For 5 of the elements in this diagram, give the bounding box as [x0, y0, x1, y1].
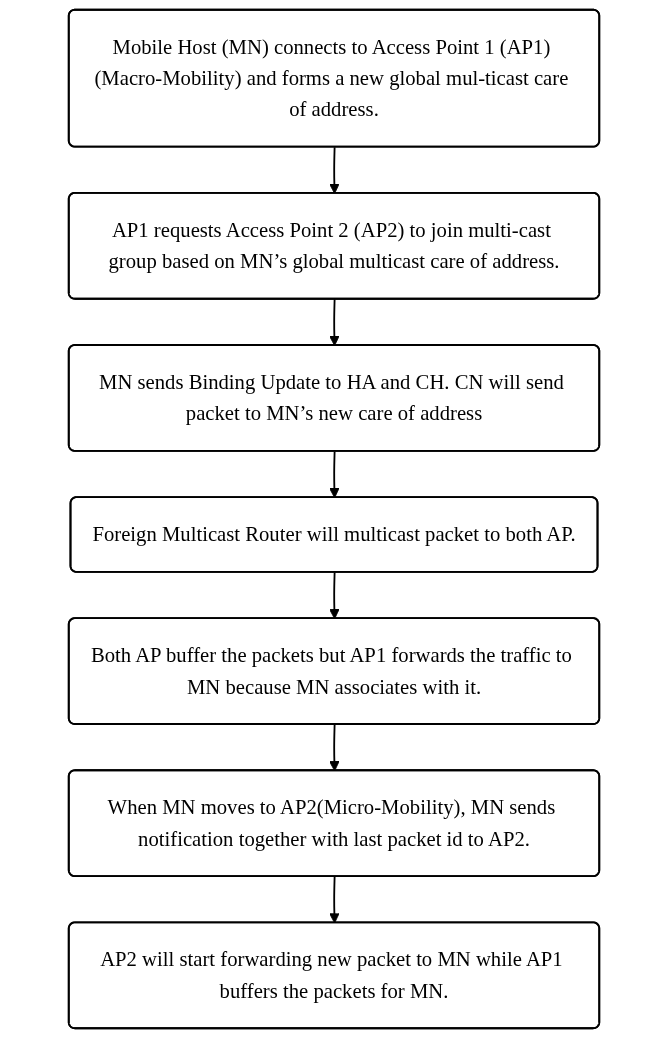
- arrow: [329, 146, 341, 194]
- arrow: [329, 723, 341, 772]
- arrow: [329, 571, 341, 620]
- arrow: [329, 875, 341, 924]
- arrow: [329, 450, 341, 499]
